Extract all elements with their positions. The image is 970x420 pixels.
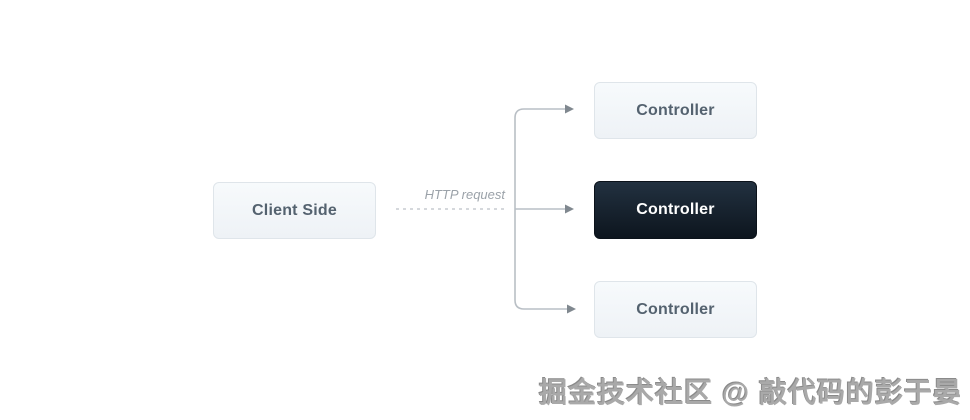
watermark-text: 掘金技术社区 @ 敲代码的彭于晏 bbox=[539, 377, 962, 408]
controller-bottom-label: Controller bbox=[636, 300, 715, 318]
controller-box-top: Controller bbox=[594, 82, 757, 139]
controller-box-bottom: Controller bbox=[594, 281, 757, 338]
arrowhead-top-icon bbox=[565, 104, 574, 114]
client-side-box: Client Side bbox=[213, 182, 376, 239]
http-request-label: HTTP request bbox=[424, 187, 505, 202]
controller-box-middle-active: Controller bbox=[594, 181, 757, 239]
arrowhead-middle-icon bbox=[565, 204, 574, 214]
controller-middle-label: Controller bbox=[636, 201, 715, 218]
controller-top-label: Controller bbox=[636, 101, 715, 119]
client-side-label: Client Side bbox=[252, 201, 337, 219]
arrowhead-bottom-icon bbox=[567, 304, 576, 314]
